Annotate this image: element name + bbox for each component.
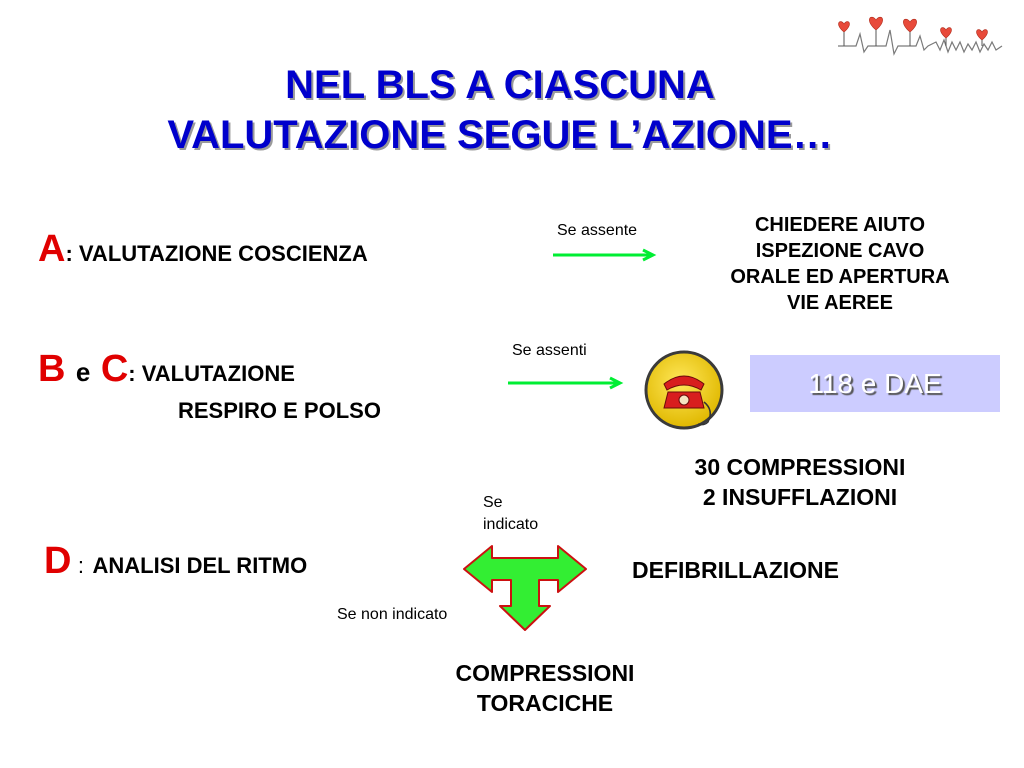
step-a-letter: A [38, 228, 66, 270]
cpr-line-1: 30 COMPRESSIONI [694, 454, 906, 480]
title-line-2: VALUTAZIONE SEGUE L’AZIONE… [167, 113, 833, 157]
step-d-indicated-label: Se indicato [483, 492, 538, 536]
step-d-colon: : [77, 553, 85, 578]
step-d-not-indicated-label: Se non indicato [337, 606, 448, 623]
cpr-instructions: 30 COMPRESSIONI 2 INSUFFLAZIONI [630, 452, 970, 512]
title-line-1: NEL BLS A CIASCUNA [285, 63, 715, 107]
step-a-action-line-4: VIE AEREE [787, 292, 893, 314]
step-bc-text-line-1: : VALUTAZIONE [128, 361, 295, 386]
step-d-indicated-label-2: indicato [483, 516, 539, 533]
decision-arrow-icon [463, 545, 587, 631]
cpr-line-2: 2 INSUFFLAZIONI [702, 484, 898, 510]
step-a-arrow-icon [553, 248, 657, 262]
step-bc-arrow-icon [508, 376, 624, 390]
page-title: NEL BLS A CIASCUNA VALUTAZIONE SEGUE L’A… [0, 60, 1000, 160]
step-d-indicated-label-1: Se [483, 494, 503, 511]
step-a-action-line-2: ISPEZIONE CAVO [755, 240, 925, 262]
step-a: A: VALUTAZIONE COSCIENZA [38, 228, 368, 271]
hearts-ecg-logo-icon [838, 16, 1003, 56]
step-d-text: ANALISI DEL RITMO [92, 553, 308, 578]
call-118-text: 118 e DAE [808, 368, 942, 399]
call-118-box: 118 e DAE [750, 355, 1000, 412]
step-a-arrow-label: Se assente [557, 222, 638, 239]
step-a-action: CHIEDERE AIUTO ISPEZIONE CAVO ORALE ED A… [690, 212, 990, 316]
step-d-compressions-action: COMPRESSIONI TORACICHE [400, 658, 690, 718]
step-d-letter: D [44, 540, 72, 582]
step-bc: B e C: VALUTAZIONE [38, 348, 295, 391]
telephone-icon [644, 350, 724, 430]
step-d: D : ANALISI DEL RITMO [44, 540, 307, 583]
step-d-defib-action: DEFIBRILLAZIONE [632, 557, 839, 583]
step-bc-conj: e [75, 357, 91, 387]
step-b-letter: B [38, 348, 66, 390]
step-bc-arrow-label: Se assenti [512, 342, 587, 359]
step-a-action-line-3: ORALE ED APERTURA [730, 266, 950, 288]
compressions-line-1: COMPRESSIONI [455, 660, 635, 686]
step-a-text: : VALUTAZIONE COSCIENZA [65, 241, 368, 266]
step-a-action-line-1: CHIEDERE AIUTO [754, 214, 926, 236]
step-bc-text-line-2: RESPIRO E POLSO [178, 398, 381, 423]
step-c-letter: C [100, 348, 129, 390]
compressions-line-2: TORACICHE [476, 690, 614, 716]
